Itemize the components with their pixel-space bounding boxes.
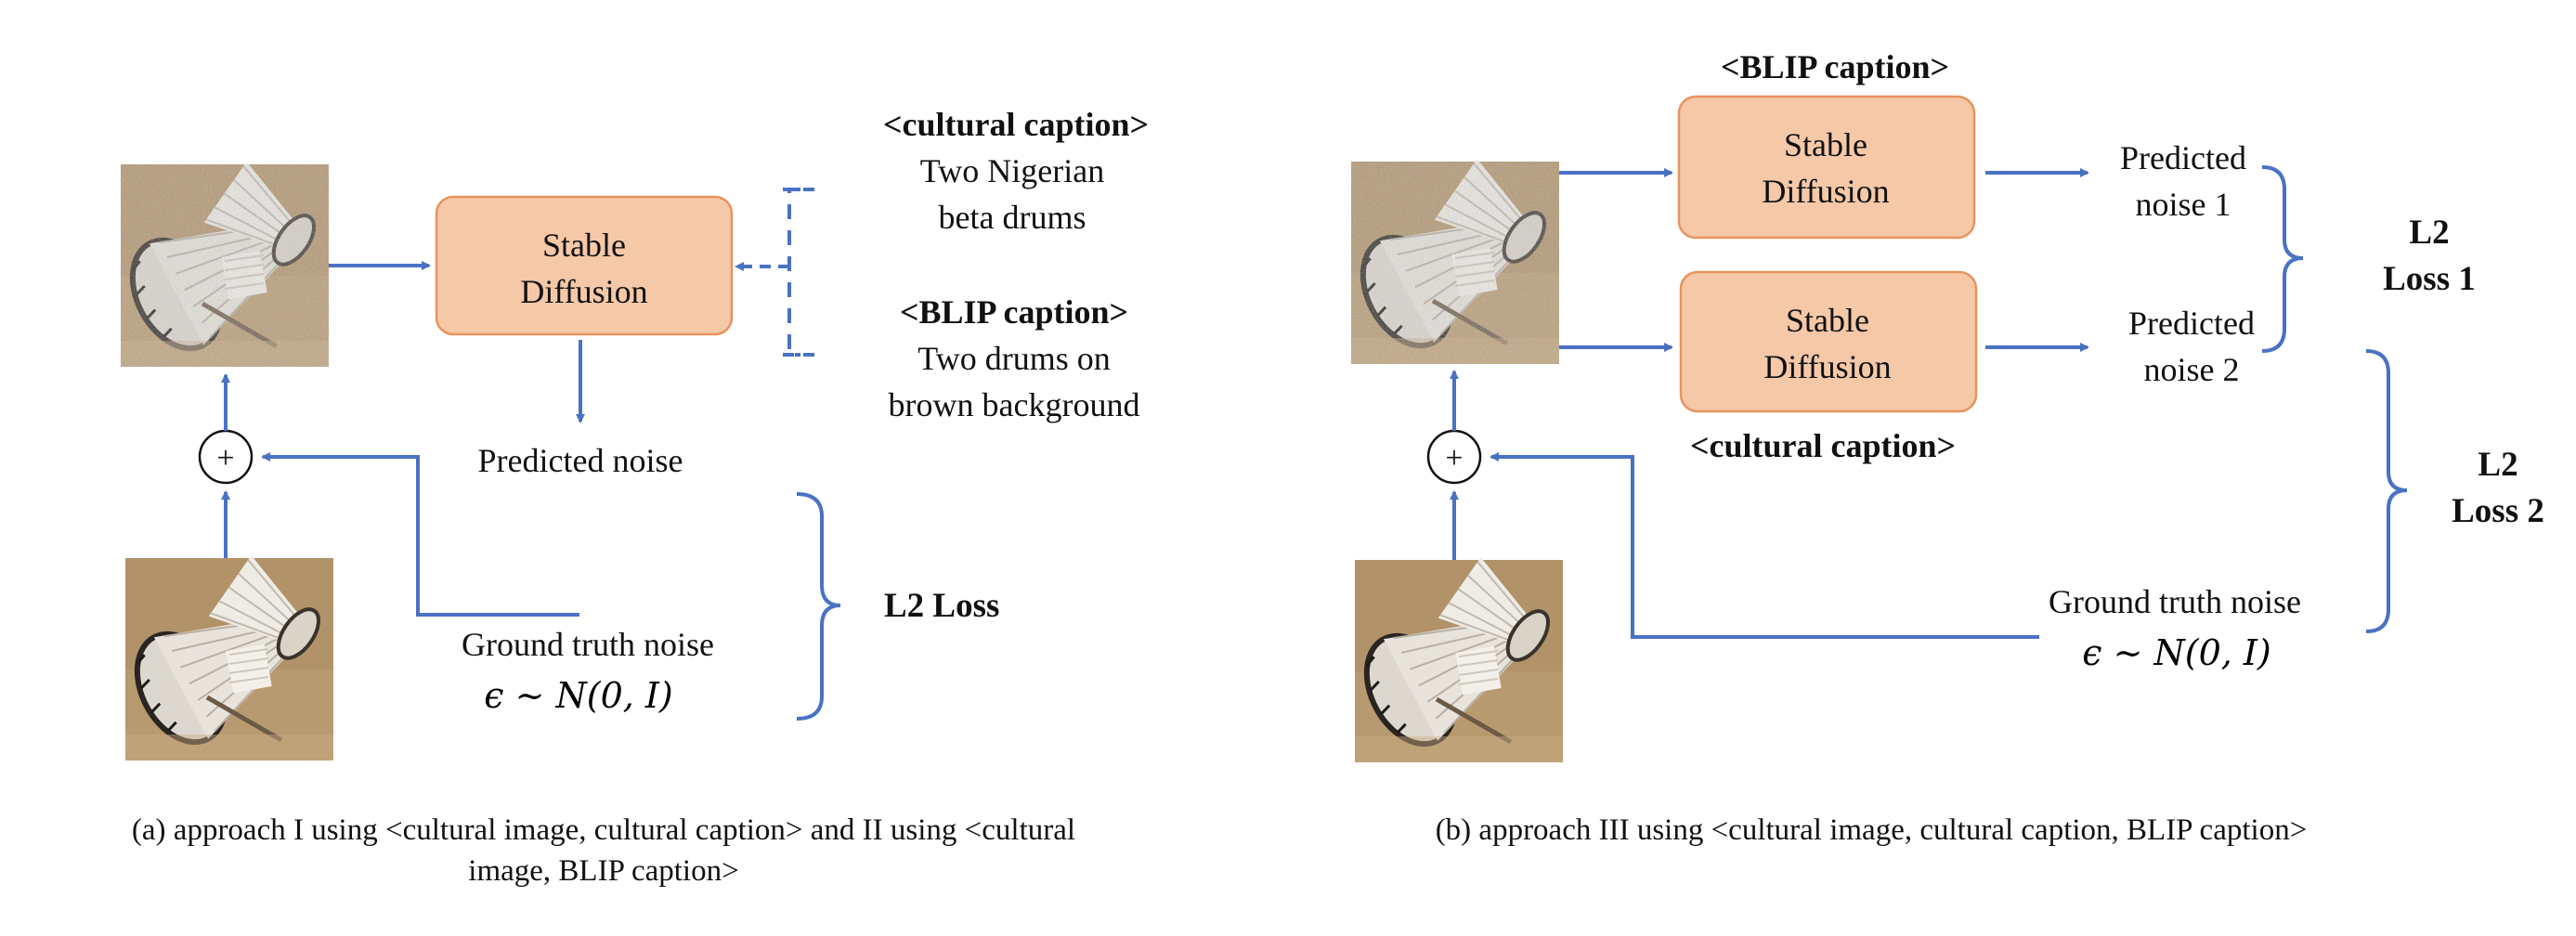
- pred1-line2-b: noise 1: [2136, 186, 2231, 223]
- stable-diffusion-box-a: [435, 195, 734, 336]
- arrows-a: [221, 188, 841, 721]
- loss1-line2-b: Loss 1: [2383, 260, 2476, 298]
- cultural-caption-line1-a: Two Nigerian: [920, 152, 1104, 189]
- predicted-noise-label-a: Predicted noise: [478, 442, 683, 479]
- model1-label-line2-b: Diffusion: [1762, 173, 1889, 210]
- loss1-line1-b: L2: [2409, 214, 2449, 252]
- ground-truth-noise-label-a: Ground truth noise: [462, 626, 714, 663]
- cultural-caption-line2-a: beta drums: [939, 199, 1086, 236]
- loss2-line2-b: Loss 2: [2452, 492, 2544, 530]
- cultural-caption-tag-b: <cultural caption>: [1690, 427, 1956, 464]
- noisy-drum-image-a: [115, 162, 329, 367]
- arrow-noise-to-plus-a: [261, 452, 579, 617]
- plus-symbol-a: +: [216, 441, 234, 475]
- noisy-drum-image-b: [1346, 159, 1559, 364]
- caption-a: (a) approach I using <cultural image, cu…: [111, 810, 1096, 891]
- model2-label-line2-b: Diffusion: [1763, 348, 1891, 385]
- loss-label-a: L2 Loss: [884, 587, 999, 625]
- blip-caption-line2-a: brown background: [889, 386, 1140, 423]
- blip-caption-tag-a: <BLIP caption>: [900, 293, 1128, 331]
- plus-symbol-b: +: [1445, 441, 1463, 475]
- loss2-line1-b: L2: [2478, 446, 2517, 484]
- caption-a-line2: image, BLIP caption>: [468, 854, 739, 888]
- stable-diffusion-box-1-b: [1677, 95, 1976, 240]
- stable-diffusion-box-2-b: [1679, 270, 1978, 413]
- loss2-bracket-b: [2365, 349, 2408, 633]
- blip-caption-tag-b: <BLIP caption>: [1721, 48, 1949, 85]
- arrow-noise-to-plus-b: [1490, 452, 2039, 639]
- arrows-b: [1450, 165, 2408, 639]
- model-label-line2-a: Diffusion: [520, 273, 647, 310]
- loss1-bracket-b: [2261, 165, 2304, 353]
- caption-a-line1: (a) approach I using <cultural image, cu…: [131, 813, 1076, 847]
- panel-b: + Stable Diffusion Stable Diffusion <BLI…: [1346, 48, 2544, 762]
- ground-truth-noise-label-b: Ground truth noise: [2049, 583, 2301, 620]
- pred2-line1-b: Predicted: [2128, 305, 2255, 342]
- caption-bracket-a: [787, 188, 800, 357]
- model-label-line1-a: Stable: [542, 227, 626, 264]
- caption-b-line1: (b) approach III using <cultural image, …: [1435, 813, 2308, 847]
- blip-caption-line1-a: Two drums on: [917, 340, 1110, 377]
- pred2-line2-b: noise 2: [2144, 351, 2240, 388]
- caption-b: (b) approach III using <cultural image, …: [1337, 810, 2405, 851]
- model1-label-line1-b: Stable: [1784, 126, 1867, 163]
- clean-drum-image-a: [120, 555, 333, 760]
- noise-formula-a: ϵ ∼ N(0, I): [484, 675, 673, 716]
- loss-bracket-a: [796, 492, 841, 721]
- noise-formula-b: ϵ ∼ N(0, I): [2082, 632, 2271, 673]
- model2-label-line1-b: Stable: [1786, 302, 1869, 339]
- panel-a: + Stable Diffusion <cultural caption> Tw…: [115, 106, 1149, 760]
- cultural-caption-tag-a: <cultural caption>: [883, 106, 1149, 143]
- pred1-line1-b: Predicted: [2120, 139, 2246, 176]
- clean-drum-image-b: [1349, 557, 1563, 762]
